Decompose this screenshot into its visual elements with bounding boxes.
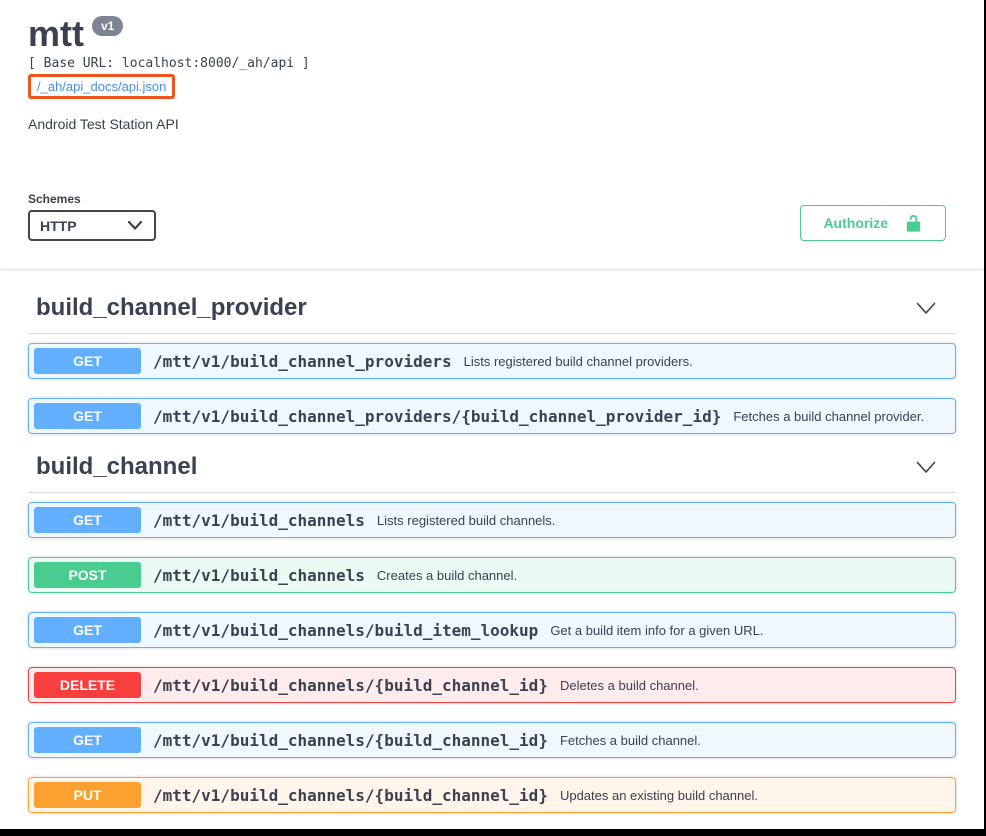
- operation-summary: Deletes a build channel.: [559, 677, 699, 693]
- operation-path: /mtt/v1/build_channels: [153, 510, 365, 530]
- tag-name: build_channel: [36, 453, 198, 480]
- operation-summary: Fetches a build channel provider.: [733, 408, 925, 424]
- page-title: mtt v1: [28, 14, 956, 54]
- operation-summary: Get a build item info for a given URL.: [550, 622, 764, 638]
- spec-link-highlight-box: /_ah/api_docs/api.json: [28, 74, 956, 99]
- operation-row[interactable]: GET /mtt/v1/build_channels/{build_channe…: [28, 722, 956, 758]
- tag-header-build-channel[interactable]: build_channel: [28, 453, 956, 493]
- base-url: [ Base URL: localhost:8000/_ah/api ]: [28, 56, 310, 71]
- operation-summary: Lists registered build channel providers…: [463, 353, 693, 369]
- tag-name: build_channel_provider: [36, 294, 307, 321]
- method-badge: GET: [34, 348, 141, 374]
- api-info: mtt v1 [ Base URL: localhost:8000/_ah/ap…: [0, 0, 984, 132]
- method-badge: GET: [34, 727, 141, 753]
- operation-row[interactable]: GET /mtt/v1/build_channel_providers List…: [28, 343, 956, 379]
- schemes-label: Schemes: [28, 192, 81, 206]
- scheme-selected-value: HTTP: [40, 217, 77, 234]
- chevron-down-icon: [128, 221, 142, 230]
- operation-path: /mtt/v1/build_channel_providers: [153, 351, 452, 371]
- operation-summary: Updates an existing build channel.: [559, 787, 758, 803]
- operations-main: build_channel_provider GET /mtt/v1/build…: [0, 294, 984, 829]
- unlock-icon: [906, 214, 921, 232]
- operation-path: /mtt/v1/build_channels/{build_channel_id…: [153, 785, 548, 805]
- scheme-container: Schemes HTTP Authorize: [0, 132, 984, 269]
- spec-link[interactable]: /_ah/api_docs/api.json: [28, 74, 176, 99]
- operation-path: /mtt/v1/build_channel_providers/{build_c…: [153, 406, 722, 426]
- authorize-label: Authorize: [823, 215, 888, 231]
- operation-path: /mtt/v1/build_channels/build_item_lookup: [153, 620, 539, 640]
- tag-operations: GET /mtt/v1/build_channels Lists registe…: [28, 493, 956, 813]
- chevron-down-icon: [916, 461, 936, 473]
- api-title-text: mtt: [28, 13, 84, 54]
- tag-operations: GET /mtt/v1/build_channel_providers List…: [28, 334, 956, 434]
- operation-summary: Fetches a build channel.: [559, 732, 701, 748]
- api-description: Android Test Station API: [28, 116, 179, 132]
- operation-summary: Creates a build channel.: [376, 567, 518, 583]
- operation-summary: Lists registered build channels.: [376, 512, 556, 528]
- method-badge: GET: [34, 403, 141, 429]
- version-badge: v1: [92, 16, 124, 36]
- scheme-select[interactable]: HTTP: [28, 210, 156, 241]
- operation-row[interactable]: POST /mtt/v1/build_channels Creates a bu…: [28, 557, 956, 593]
- operation-row[interactable]: GET /mtt/v1/build_channel_providers/{bui…: [28, 398, 956, 434]
- operation-row[interactable]: PUT /mtt/v1/build_channels/{build_channe…: [28, 777, 956, 813]
- tag-header-build-channel-provider[interactable]: build_channel_provider: [28, 294, 956, 334]
- method-badge: DELETE: [34, 672, 141, 698]
- operation-row[interactable]: DELETE /mtt/v1/build_channels/{build_cha…: [28, 667, 956, 703]
- operation-row[interactable]: GET /mtt/v1/build_channels/build_item_lo…: [28, 612, 956, 648]
- method-badge: POST: [34, 562, 141, 588]
- chevron-down-icon: [916, 302, 936, 314]
- operation-path: /mtt/v1/build_channels/{build_channel_id…: [153, 675, 548, 695]
- schemes-group: Schemes HTTP: [28, 192, 156, 241]
- method-badge: PUT: [34, 782, 141, 808]
- method-badge: GET: [34, 617, 141, 643]
- authorize-button[interactable]: Authorize: [800, 205, 946, 241]
- operation-path: /mtt/v1/build_channels/{build_channel_id…: [153, 730, 548, 750]
- operation-row[interactable]: GET /mtt/v1/build_channels Lists registe…: [28, 502, 956, 538]
- method-badge: GET: [34, 507, 141, 533]
- operation-path: /mtt/v1/build_channels: [153, 565, 365, 585]
